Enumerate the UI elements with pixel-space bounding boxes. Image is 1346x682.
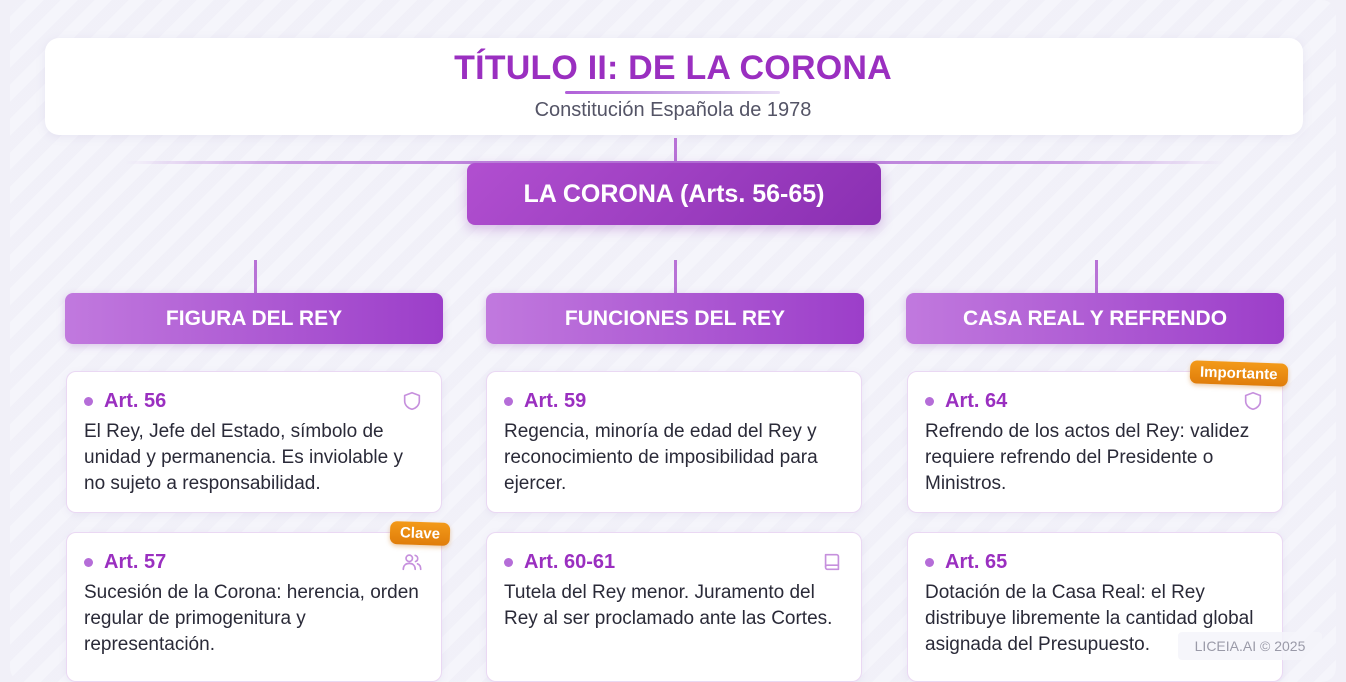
bullet-dot (84, 397, 93, 406)
article-card-57: Art. 57 Sucesión de la Corona: herencia,… (66, 532, 442, 682)
article-description: Regencia, minoría de edad del Rey y reco… (504, 421, 818, 494)
bullet-dot (84, 558, 93, 567)
article-description: Refrendo de los actos del Rey: validez r… (925, 421, 1250, 494)
article-description: Sucesión de la Corona: herencia, orden r… (84, 582, 419, 655)
shield-icon (403, 391, 421, 411)
article-card-56: Art. 56 El Rey, Jefe del Estado, símbolo… (66, 371, 442, 513)
title-card (45, 38, 1303, 135)
article-label: Art. 56 (104, 390, 167, 412)
article-label: Art. 65 (945, 551, 1008, 573)
horizontal-divider (125, 161, 1225, 164)
column-header-funciones-del-rey: FUNCIONES DEL REY (486, 293, 864, 344)
footer-credit: LICEIA.AI © 2025 (1178, 632, 1322, 660)
bullet-dot (925, 558, 934, 567)
card-title: Art. 56 (84, 390, 166, 413)
badge-importante: Importante (1189, 360, 1288, 387)
bullet-dot (504, 558, 513, 567)
article-label: Art. 57 (104, 551, 167, 573)
column-header-figura-del-rey: FIGURA DEL REY (65, 293, 443, 344)
title-underline (565, 91, 780, 94)
card-title: Art. 60-61 (504, 551, 615, 574)
book-icon (824, 553, 840, 571)
page-subtitle: Constitución Española de 1978 (534, 99, 812, 121)
article-label: Art. 59 (524, 390, 587, 412)
connector-column-3 (1095, 260, 1098, 293)
card-title: Art. 59 (504, 390, 586, 413)
article-label: Art. 64 (945, 390, 1008, 412)
bullet-dot (925, 397, 934, 406)
bullet-dot (504, 397, 513, 406)
column-header-casa-real: CASA REAL Y REFRENDO (906, 293, 1284, 344)
article-card-60-61: Art. 60-61 Tutela del Rey menor. Juramen… (486, 532, 862, 682)
connector-column-2 (674, 260, 677, 293)
article-label: Art. 60-61 (524, 551, 616, 573)
article-description: Dotación de la Casa Real: el Rey distrib… (925, 582, 1254, 655)
shield-icon (1244, 391, 1262, 411)
article-description: Tutela del Rey menor. Juramento del Rey … (504, 582, 833, 629)
article-card-64: Art. 64 Refrendo de los actos del Rey: v… (907, 371, 1283, 513)
card-title: Art. 57 (84, 551, 166, 574)
root-node: LA CORONA (Arts. 56-65) (467, 163, 881, 225)
article-card-59: Art. 59 Regencia, minoría de edad del Re… (486, 371, 862, 513)
card-title: Art. 64 (925, 390, 1007, 413)
page-title: TÍTULO II: DE LA CORONA (454, 49, 892, 87)
article-description: El Rey, Jefe del Estado, símbolo de unid… (84, 421, 403, 494)
connector-title-root (674, 138, 677, 163)
connector-column-1 (254, 260, 257, 293)
users-icon (402, 554, 422, 571)
badge-clave: Clave (389, 520, 451, 547)
card-title: Art. 65 (925, 551, 1007, 574)
